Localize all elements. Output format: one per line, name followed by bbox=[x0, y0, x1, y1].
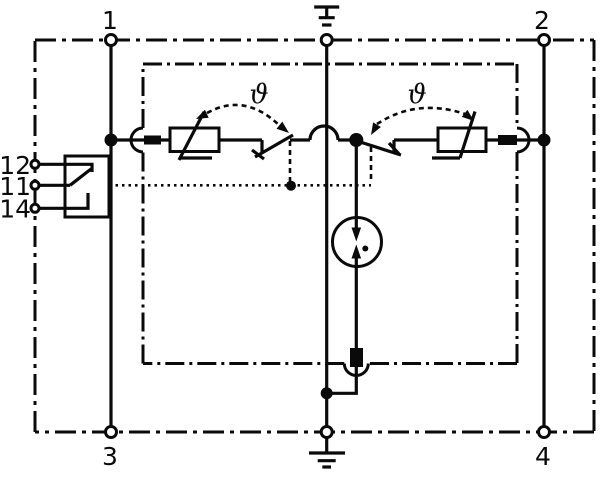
label-theta-left: ϑ bbox=[249, 79, 268, 110]
terminal-earth-bottom bbox=[319, 425, 334, 439]
wire-hop bbox=[308, 124, 340, 141]
label-terminal-11: 11 bbox=[0, 172, 31, 201]
arrowhead bbox=[371, 122, 381, 135]
junction-nodes bbox=[104, 133, 551, 400]
signal-linkage bbox=[109, 180, 371, 191]
outer-enclosure-border bbox=[33, 38, 596, 434]
line-conductors bbox=[109, 45, 546, 427]
terminal-earth-top bbox=[319, 33, 334, 47]
varistor-left bbox=[168, 111, 221, 161]
plug-blade-bottom bbox=[350, 348, 363, 367]
labels: 1 2 3 4 12 11 14 ϑ ϑ bbox=[0, 6, 551, 471]
label-theta-right: ϑ bbox=[407, 79, 426, 110]
terminal-2 bbox=[537, 33, 551, 47]
spark-gap-branch bbox=[326, 140, 383, 395]
earth-symbol-bottom bbox=[309, 437, 345, 469]
linkage-node bbox=[286, 180, 296, 191]
plug-blade-left bbox=[144, 135, 161, 145]
thermal-arrow-left bbox=[196, 103, 289, 133]
label-terminal-4: 4 bbox=[535, 442, 551, 471]
remote-signalling-contact bbox=[29, 154, 111, 219]
label-terminal-14: 14 bbox=[0, 195, 31, 224]
changeover-blade bbox=[69, 167, 92, 187]
label-terminal-3: 3 bbox=[102, 442, 118, 471]
thermal-disconnector-left bbox=[251, 133, 294, 161]
terminal-11 bbox=[29, 179, 41, 191]
thermal-arrow-right bbox=[371, 106, 474, 135]
enclosure-terminals bbox=[104, 33, 551, 439]
spark-gap-dot bbox=[362, 245, 369, 252]
terminal-4 bbox=[537, 425, 551, 439]
terminal-14 bbox=[29, 202, 41, 214]
arrowhead bbox=[196, 109, 209, 119]
electrode-arrow-down bbox=[351, 227, 362, 242]
plug-blade-right bbox=[498, 135, 517, 145]
right-protection-path bbox=[356, 111, 544, 181]
terminal-12 bbox=[29, 158, 41, 170]
varistor-right bbox=[432, 111, 488, 160]
terminal-3 bbox=[104, 425, 118, 439]
label-terminal-12: 12 bbox=[0, 151, 31, 180]
left-protection-path bbox=[111, 111, 357, 182]
electrode-arrow-up bbox=[351, 244, 362, 259]
arrowhead bbox=[276, 121, 289, 133]
arrowhead bbox=[461, 109, 474, 121]
label-terminal-1: 1 bbox=[102, 6, 118, 35]
terminal-1 bbox=[104, 33, 118, 47]
label-terminal-2: 2 bbox=[534, 6, 550, 35]
protection-module-border bbox=[129, 62, 531, 377]
earth-symbol-top bbox=[314, 5, 340, 27]
